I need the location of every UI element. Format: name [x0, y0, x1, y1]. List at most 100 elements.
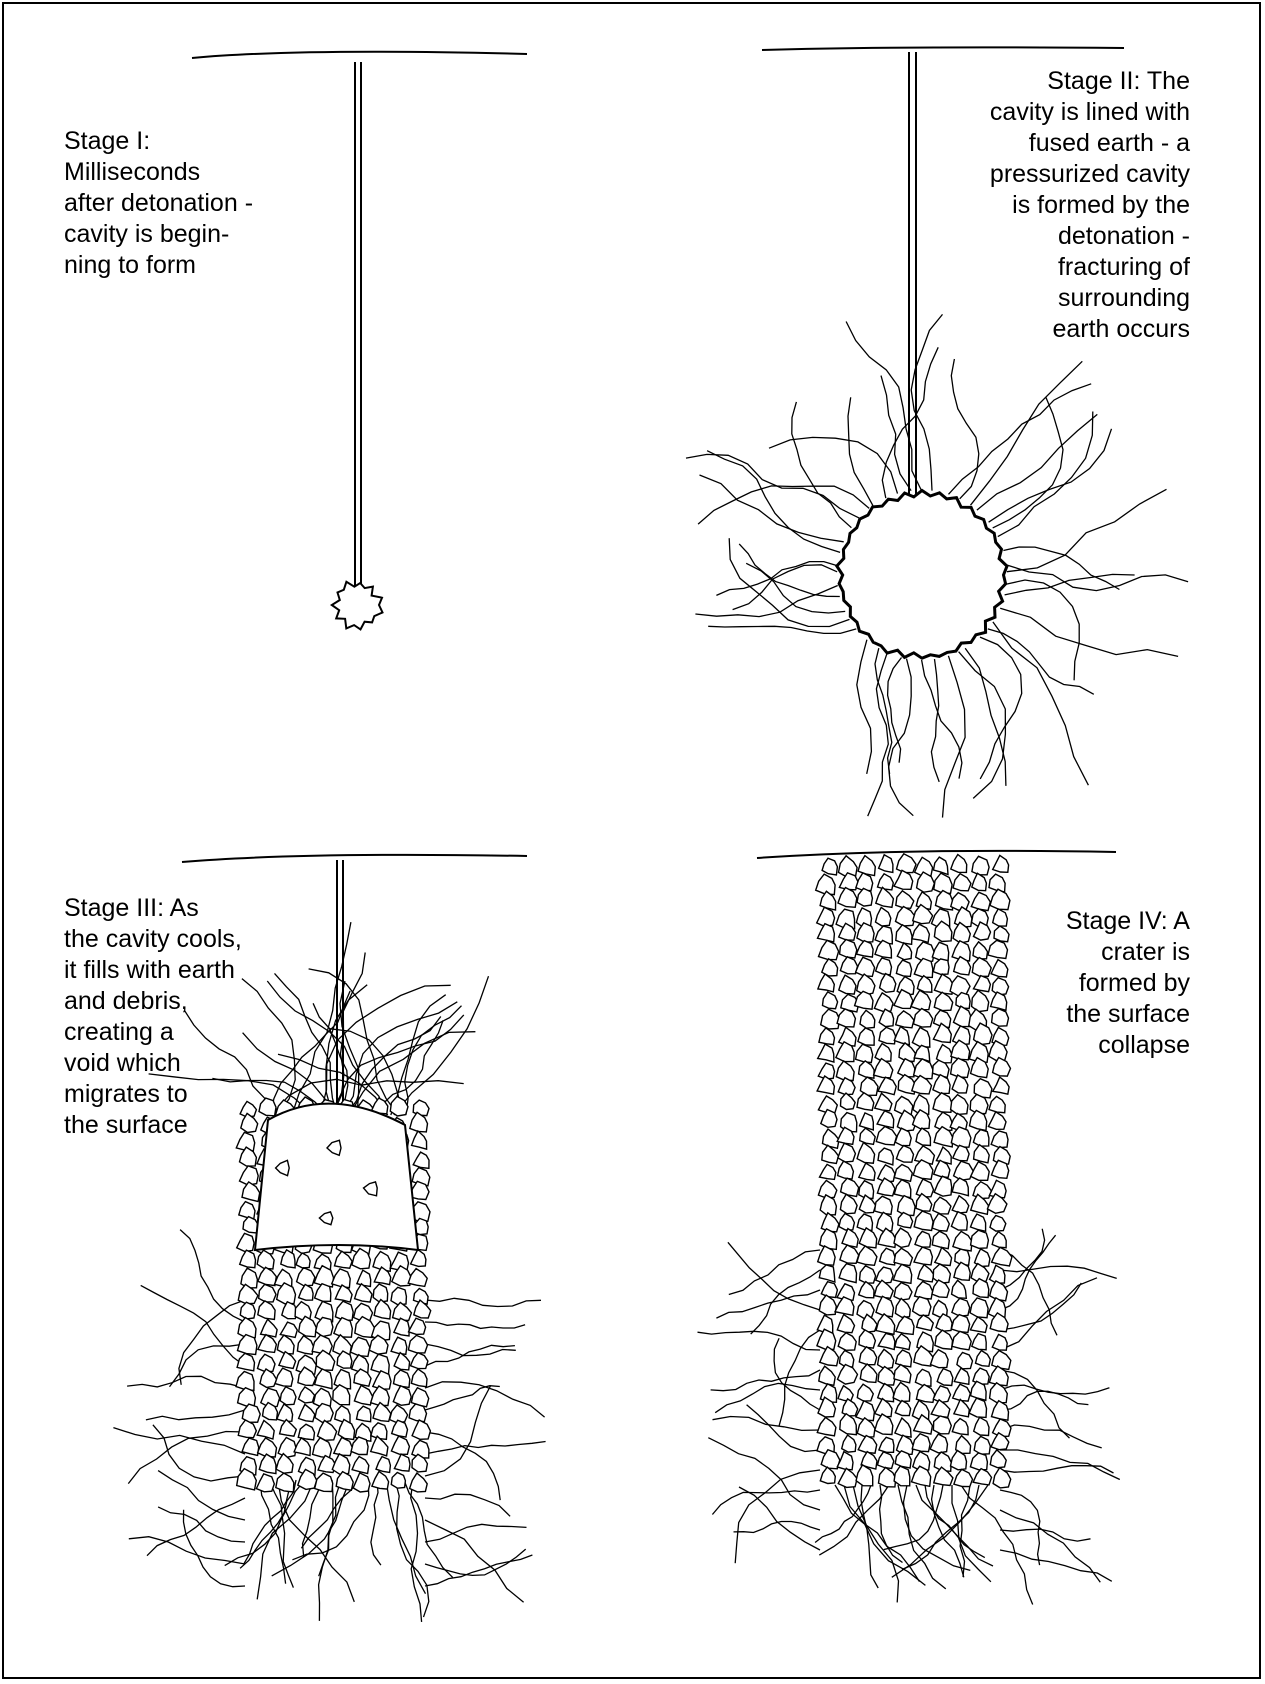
- rubble-stone: [240, 1302, 255, 1319]
- stage-1-cavity: [332, 582, 383, 630]
- rubble-stone: [860, 1010, 875, 1028]
- rubble-stone: [914, 958, 933, 977]
- rubble-stone: [238, 1335, 257, 1355]
- rubble-stone: [411, 1369, 427, 1387]
- rubble-stone: [280, 1322, 297, 1337]
- fracture-line: [275, 973, 338, 1115]
- fracture-line: [153, 1425, 245, 1481]
- rubble-stone: [332, 1454, 350, 1474]
- fracture-line: [848, 397, 873, 505]
- rubble-stone: [912, 1028, 929, 1048]
- rubble-stone: [937, 1369, 953, 1386]
- fracture-line: [880, 1485, 903, 1563]
- fracture-line: [988, 629, 1094, 694]
- fracture-line: [875, 648, 892, 774]
- fracture-line: [815, 1485, 871, 1543]
- rubble-stone: [413, 1152, 429, 1168]
- fracture-line: [729, 1250, 820, 1295]
- rubble-stone: [394, 1370, 410, 1387]
- rubble-stone: [239, 1202, 255, 1219]
- rubble-stone: [897, 854, 917, 873]
- fracture-line: [884, 1485, 943, 1550]
- rubble-stone: [992, 1232, 1006, 1248]
- rubble-stone: [931, 1400, 950, 1418]
- rubble-stone: [893, 1264, 911, 1283]
- fracture-line: [739, 544, 840, 597]
- rubble-stone: [412, 1131, 427, 1149]
- rubble-stone: [838, 1143, 856, 1162]
- fracture-line: [857, 640, 872, 774]
- fracture-line: [1000, 1425, 1102, 1448]
- fracture-line: [319, 1480, 341, 1621]
- fracture-line: [1000, 1450, 1120, 1480]
- fracture-line: [882, 347, 938, 498]
- rubble-stone: [237, 1233, 254, 1251]
- rubble-stone: [818, 974, 834, 992]
- rubble-stone: [894, 1165, 912, 1182]
- rubble-stone: [879, 1467, 896, 1487]
- rubble-stone: [970, 1453, 987, 1470]
- rubble-stone: [933, 1093, 952, 1113]
- rubble-stone: [972, 1334, 986, 1350]
- rubble-stone: [895, 1298, 910, 1317]
- rubble-stone: [952, 1298, 970, 1316]
- fracture-line: [1000, 1278, 1097, 1350]
- rubble-stone: [895, 1401, 910, 1416]
- fracture-line: [425, 1555, 532, 1586]
- fracture-line: [989, 429, 1112, 522]
- rubble-stone: [335, 1251, 353, 1268]
- rubble-stone: [856, 957, 875, 976]
- rubble-stone: [878, 1333, 895, 1349]
- rubble-stone: [351, 1337, 370, 1356]
- rubble-stone: [878, 1228, 896, 1247]
- stage-2-ground-surface: [762, 47, 1124, 50]
- rubble-stone: [879, 1009, 893, 1027]
- fracture-line: [751, 1270, 820, 1334]
- rubble-stone: [412, 1420, 430, 1439]
- rubble-stone: [878, 1349, 894, 1369]
- rubble-stone: [241, 1268, 258, 1288]
- fracture-line: [698, 486, 869, 524]
- rubble-stone: [414, 1300, 431, 1318]
- rubble-stone: [297, 1268, 315, 1286]
- rubble-stone: [857, 1214, 872, 1230]
- rubble-stone: [835, 1297, 854, 1315]
- rubble-stone: [837, 1009, 855, 1027]
- rubble-stone: [258, 1301, 275, 1320]
- rubble-stone: [934, 992, 952, 1010]
- rubble-stone: [991, 1131, 1008, 1148]
- rubble-stone: [259, 1284, 276, 1302]
- rubble-stone: [935, 1248, 952, 1266]
- rubble-stone: [915, 1282, 933, 1300]
- rubble-stone: [841, 1093, 856, 1109]
- rubble-stone: [258, 1335, 277, 1353]
- rubble-stone: [315, 1404, 333, 1423]
- rubble-stone: [914, 1247, 932, 1265]
- rubble-stone: [989, 1096, 1005, 1112]
- rubble-stone: [899, 1043, 915, 1062]
- fracture-line: [127, 1376, 245, 1388]
- rubble-stone: [392, 1420, 408, 1437]
- fracture-line: [977, 414, 1097, 510]
- rubble-stone: [993, 855, 1009, 872]
- rubble-stone: [316, 1317, 333, 1336]
- rubble-stone: [894, 1248, 912, 1265]
- rubble-stone: [951, 1058, 970, 1077]
- fracture-line: [889, 659, 914, 816]
- rubble-stone: [819, 940, 839, 959]
- stage-3-ground-surface: [182, 855, 527, 862]
- rubble-stone: [820, 1467, 835, 1483]
- fracture-line: [128, 1432, 245, 1484]
- rubble-stone: [913, 1297, 931, 1316]
- rubble-stone: [820, 1347, 839, 1366]
- rubble-stone: [822, 959, 838, 976]
- rubble-stone: [837, 1315, 854, 1333]
- rubble-stone: [879, 1437, 894, 1452]
- rubble-stone: [933, 1386, 950, 1403]
- fracture-line: [1000, 1550, 1112, 1581]
- rubble-stone: [335, 1301, 353, 1320]
- rubble-stone: [974, 1417, 989, 1435]
- rubble-stone: [256, 1474, 274, 1492]
- rubble-stone: [353, 1473, 370, 1492]
- rubble-stone: [974, 1145, 990, 1163]
